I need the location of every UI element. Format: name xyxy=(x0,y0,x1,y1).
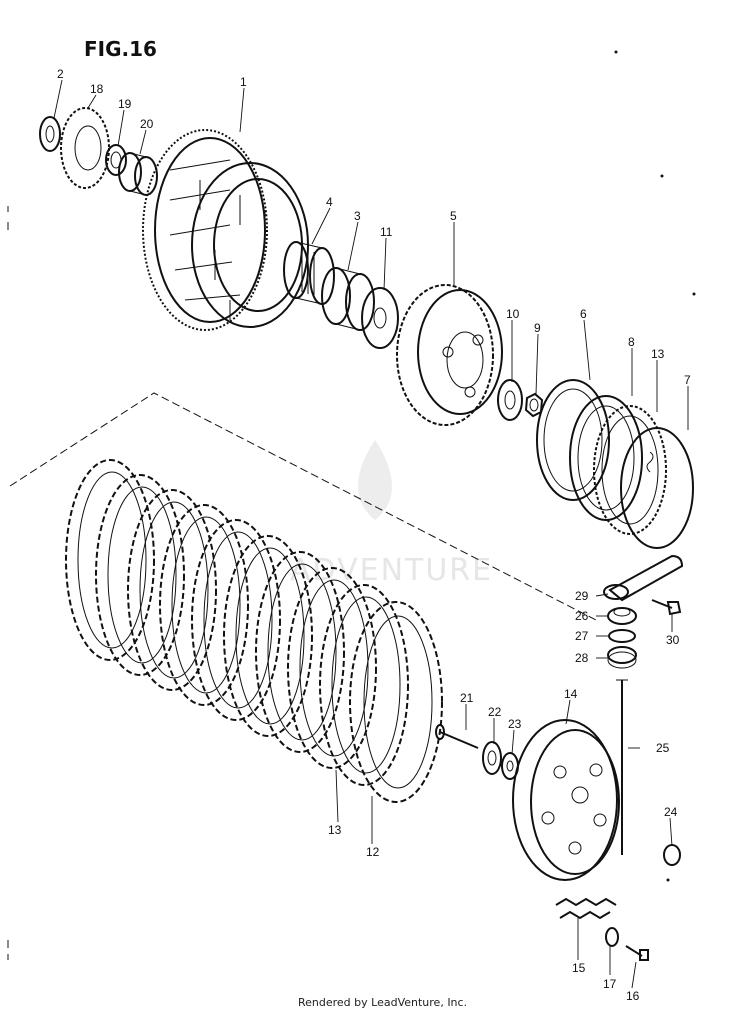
figure-title: FIG.16 xyxy=(84,37,157,61)
callout-27: 27 xyxy=(575,629,589,643)
scan-marks xyxy=(7,50,696,960)
callouts: 1 2 3 4 5 6 7 8 9 10 11 12 13 13 14 15 1… xyxy=(57,67,691,1003)
callout-6: 6 xyxy=(580,307,587,321)
leader-lines xyxy=(53,79,689,989)
callout-7: 7 xyxy=(684,373,691,387)
washer-part-2 xyxy=(39,116,61,152)
needle-bearing-part-4 xyxy=(283,241,335,305)
clutch-plate-stack xyxy=(65,459,443,803)
thrust-washer-part-11 xyxy=(361,287,399,349)
callout-30: 30 xyxy=(666,633,680,647)
spring-part-15 xyxy=(555,897,617,920)
callout-19: 19 xyxy=(118,97,132,111)
watermark-text: ADVENTURE xyxy=(290,553,493,588)
callout-13-lower: 13 xyxy=(328,823,342,837)
callout-24: 24 xyxy=(664,805,678,819)
callout-28: 28 xyxy=(575,651,589,665)
callout-25: 25 xyxy=(656,741,670,755)
washer-part-27 xyxy=(608,629,636,643)
callout-10: 10 xyxy=(506,307,520,321)
bolt-part-30 xyxy=(651,599,682,616)
plate-part-6 xyxy=(536,379,610,501)
callout-8: 8 xyxy=(628,335,635,349)
footer-credit: Rendered by LeadVenture, Inc. xyxy=(298,996,467,1009)
nut-part-24 xyxy=(663,844,681,866)
push-piece-part-21 xyxy=(435,724,479,749)
callout-13-upper: 13 xyxy=(651,347,665,361)
lock-washer-part-10 xyxy=(497,379,523,421)
pressure-plate-part-14 xyxy=(512,719,620,881)
sleeve-part-3 xyxy=(321,267,375,331)
clutch-boss-part-5 xyxy=(396,284,503,426)
callout-29: 29 xyxy=(575,589,589,603)
bearing-part-22 xyxy=(482,741,502,775)
spacer-part-19 xyxy=(105,144,127,176)
callout-21: 21 xyxy=(460,691,474,705)
callout-11: 11 xyxy=(380,225,393,239)
plate-part-13-upper xyxy=(593,405,667,535)
drive-gear-part-18 xyxy=(60,107,110,189)
callout-2: 2 xyxy=(57,67,64,81)
callout-23: 23 xyxy=(508,717,522,731)
callout-4: 4 xyxy=(326,195,333,209)
callout-3: 3 xyxy=(354,209,361,223)
callout-1: 1 xyxy=(240,75,247,89)
washer-part-17 xyxy=(605,927,619,947)
callout-15: 15 xyxy=(572,961,586,975)
callout-16: 16 xyxy=(626,989,640,1003)
release-rod-part-25 xyxy=(616,679,628,855)
bearing-part-26 xyxy=(607,607,637,625)
watermark: ADVENTURE xyxy=(290,440,493,588)
clutch-housing-part-1 xyxy=(142,129,309,331)
bearing-part-28 xyxy=(607,646,637,669)
plate-part-8 xyxy=(569,395,643,521)
callout-14: 14 xyxy=(564,687,578,701)
nut-part-9 xyxy=(524,392,544,418)
needle-bearing-part-20 xyxy=(118,152,158,196)
release-arm-part-29 xyxy=(603,554,684,602)
bolt-part-16 xyxy=(625,945,649,961)
callout-18: 18 xyxy=(90,82,104,96)
wire-spring-part-7 xyxy=(620,427,694,549)
callout-17: 17 xyxy=(603,977,617,991)
callout-26: 26 xyxy=(575,609,589,623)
callout-22: 22 xyxy=(488,705,502,719)
callout-5: 5 xyxy=(450,209,457,223)
callout-20: 20 xyxy=(140,117,154,131)
callout-9: 9 xyxy=(534,321,541,335)
callout-12: 12 xyxy=(366,845,380,859)
